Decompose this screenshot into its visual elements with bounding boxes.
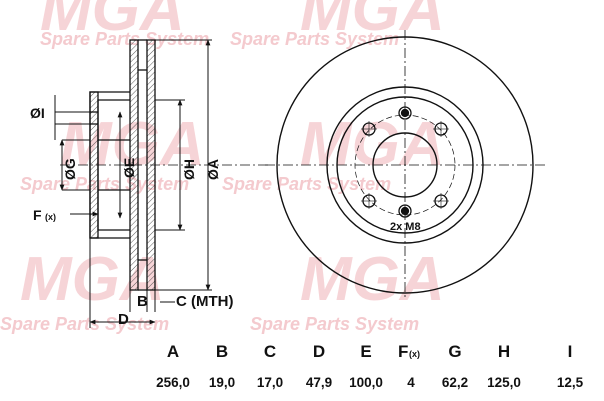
table-header-g: G: [448, 342, 461, 361]
dim-label-i: ØI: [30, 105, 45, 121]
threaded-hole: [398, 204, 412, 218]
table-column: G 62,2: [442, 342, 468, 390]
dim-label-a: ØA: [205, 159, 221, 180]
watermark-brand: MGA: [40, 0, 185, 44]
watermark-tagline: Spare Parts System: [20, 174, 189, 194]
bolt-holes: [361, 121, 449, 209]
dim-label-b: B: [137, 293, 148, 310]
watermark-tagline: Spare Parts System: [250, 314, 419, 334]
table-column: H 125,0: [487, 342, 521, 390]
table-column: A 256,0: [156, 342, 190, 390]
table-header-c: C: [264, 342, 276, 361]
bolt-hole: [361, 193, 377, 209]
table-column: B 19,0: [209, 342, 235, 390]
dim-label-f-sub: (x): [45, 212, 56, 222]
table-header-f-sub: (x): [409, 349, 420, 359]
table-value-g: 62,2: [442, 375, 468, 390]
bolt-hole: [433, 121, 449, 137]
section-view: [60, 39, 270, 291]
table-value-d: 47,9: [306, 375, 332, 390]
bolt-hole: [361, 121, 377, 137]
table-header-d: D: [313, 342, 325, 361]
table-header-b: B: [216, 342, 228, 361]
table-value-c: 17,0: [257, 375, 283, 390]
table-value-b: 19,0: [209, 375, 235, 390]
table-column: I 12,5: [557, 342, 584, 390]
watermark-brand: MGA: [300, 0, 445, 44]
watermark-tagline: Spare Parts System: [222, 174, 391, 194]
table-value-f: 4: [407, 375, 415, 390]
table-header-a: A: [167, 342, 179, 361]
table-header-h: H: [498, 342, 510, 361]
table-value-h: 125,0: [487, 375, 521, 390]
table-column: D 47,9: [306, 342, 332, 390]
table-column: C 17,0: [257, 342, 283, 390]
bolt-label: 2x M8: [390, 221, 421, 233]
threaded-hole: [398, 106, 412, 120]
bolt-hole: [433, 193, 449, 209]
dimension-lines: [54, 39, 212, 328]
threaded-holes: [398, 106, 412, 218]
dim-label-f: F: [33, 207, 42, 223]
dim-label-g: ØG: [62, 158, 78, 180]
watermark-tagline: Spare Parts System: [0, 314, 169, 334]
watermark-tagline: Spare Parts System: [40, 29, 209, 49]
watermark-tagline: Spare Parts System: [230, 29, 399, 49]
dim-label-e: ØE: [121, 158, 137, 178]
table-value-i: 12,5: [557, 375, 584, 390]
table-header-f: F: [398, 342, 408, 361]
table-header-i: I: [568, 342, 573, 361]
watermark-brand: MGA: [300, 245, 445, 314]
dimension-table: A 256,0 B 19,0 C 17,0 D 47,9 E 100,0 F (…: [156, 342, 584, 390]
watermark-brand: MGA: [300, 110, 445, 179]
watermark-brand: MGA: [20, 245, 165, 314]
table-value-e: 100,0: [349, 375, 383, 390]
table-value-a: 256,0: [156, 375, 190, 390]
table-column: F (x) 4: [398, 342, 420, 390]
table-header-e: E: [360, 342, 371, 361]
dim-label-d: D: [118, 311, 129, 328]
table-column: E 100,0: [349, 342, 383, 390]
front-view: [265, 30, 545, 300]
dim-label-h: ØH: [181, 159, 197, 180]
dim-label-c: C (MTH): [176, 293, 233, 310]
